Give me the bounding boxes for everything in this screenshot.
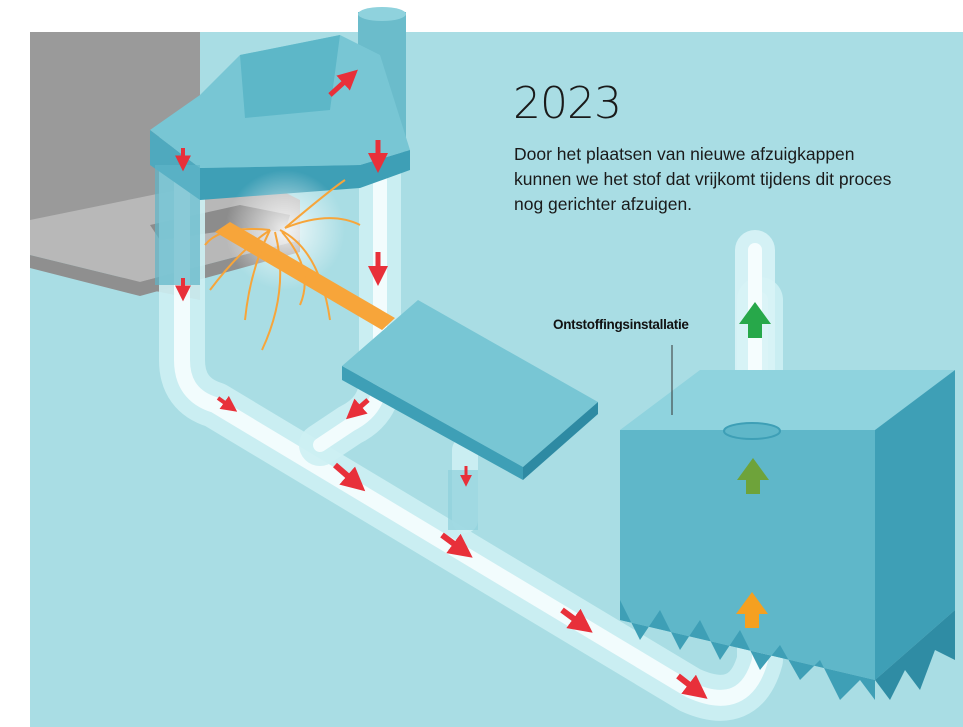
secondary-hood: [342, 300, 598, 480]
airflow-arrows: [175, 69, 708, 699]
year-heading: 2023: [513, 78, 622, 129]
clean-air-arrows: [736, 302, 771, 628]
description-text: Door het plaatsen van nieuwe afzuigkappe…: [514, 144, 892, 214]
dust-extraction-unit: [620, 370, 955, 700]
red-airflow-arrow: [676, 673, 708, 699]
olive-arrow-up: [737, 458, 769, 494]
machine-table-edge: [30, 240, 300, 296]
orange-arrow-up: [736, 592, 768, 628]
red-airflow-arrow: [333, 462, 366, 492]
red-airflow-arrow: [216, 395, 238, 412]
hood-support: [448, 470, 478, 530]
red-airflow-arrow: [328, 69, 358, 97]
column-top: [358, 7, 406, 21]
sparks: [204, 179, 361, 351]
red-airflow-arrow: [345, 398, 370, 420]
cutting-glow: [225, 170, 345, 290]
green-arrow-up: [739, 302, 771, 338]
red-airflow-arrow: [560, 607, 593, 633]
red-airflow-arrow: [440, 532, 473, 558]
dust-unit-label: Ontstoffingsinstallatie: [553, 317, 689, 332]
